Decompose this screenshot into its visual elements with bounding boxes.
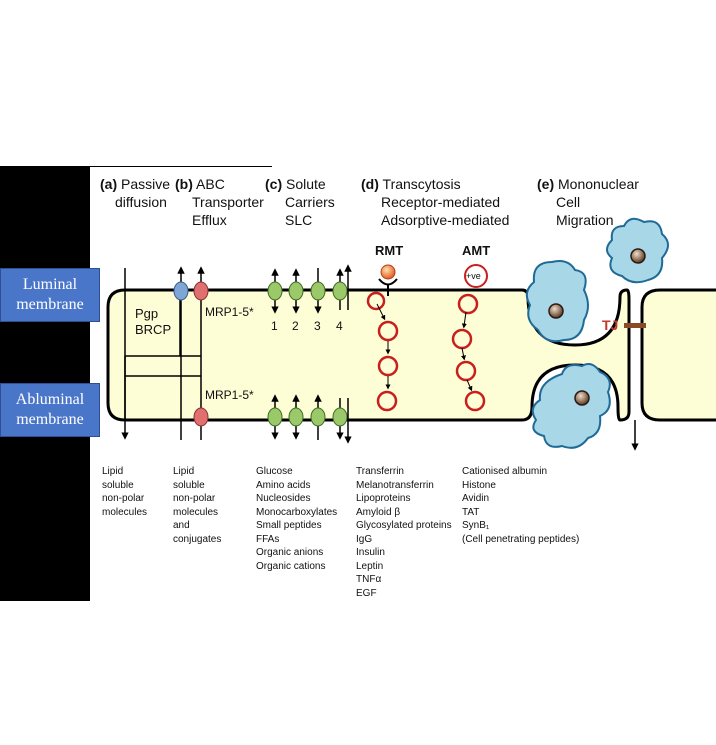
list-item: EGF (356, 587, 377, 599)
header-d-letter: (d) (361, 176, 379, 192)
rmt-ligand (380, 264, 396, 280)
header-d-line3: Adsorptive-mediated (381, 212, 510, 228)
solute-carriers-bottom (267, 394, 352, 444)
list-item: Avidin (462, 493, 490, 504)
header-passive-diffusion: (a) Passive diffusion (100, 175, 170, 211)
header-c-line3: SLC (285, 212, 313, 228)
pgp-label: Pgp (135, 306, 159, 321)
header-d-line1: Transcytosis (382, 176, 461, 192)
header-b-letter: (b) (175, 176, 193, 192)
header-c-line2: Carriers (285, 194, 335, 210)
abluminal-label-line1: Abluminal (15, 391, 85, 408)
list-solute-carriers: Glucose Amino acids Nucleosides Monocarb… (256, 465, 337, 573)
carrier-number-1: 1 (271, 319, 278, 333)
list-item: molecules (102, 506, 148, 518)
header-c-line1: Solute (286, 176, 326, 192)
list-item: molecules (173, 506, 219, 518)
pgp-transporter (173, 281, 189, 301)
header-abc-transporter: (b) ABC Transporter Efflux (175, 175, 264, 229)
positive-charge-label: +ve (466, 271, 481, 281)
list-item: Histone (462, 479, 496, 491)
list-abc-efflux: Lipid soluble non-polar molecules and co… (173, 465, 221, 546)
amt-pathway (451, 264, 488, 412)
amt-label: AMT (462, 243, 491, 258)
list-item: Lipid (102, 466, 124, 477)
header-b-line1: ABC (196, 176, 225, 192)
leukocyte-lower (531, 363, 611, 449)
list-item: Lipid (173, 466, 195, 477)
mrp-label-top: MRP1-5* (205, 305, 254, 319)
header-e-line3: Migration (556, 212, 614, 228)
brcp-label: BRCP (135, 322, 172, 337)
list-passive-diffusion: Lipid soluble non-polar molecules (102, 465, 147, 519)
list-amt-ligands: Cationised albumin Histone Avidin TAT Sy… (462, 465, 579, 546)
mrp-transporter-bottom (193, 407, 209, 427)
carrier-number-4: 4 (336, 319, 343, 333)
list-item: IgG (356, 533, 373, 545)
carrier-number-3: 3 (314, 319, 321, 333)
list-item: Organic cations (256, 560, 326, 572)
luminal-membrane-label: Luminal membrane (0, 268, 100, 322)
header-transcytosis: (d) Transcytosis Receptor-mediated Adsor… (361, 175, 509, 229)
header-solute-carriers: (c) Solute Carriers SLC (265, 175, 335, 229)
abluminal-label-line2: membrane (16, 411, 84, 428)
list-item: Glycosylated proteins (356, 520, 452, 531)
list-item: soluble (102, 479, 134, 491)
list-item: Cationised albumin (462, 466, 548, 477)
header-a-line2: diffusion (115, 194, 167, 210)
endothelial-cell (106, 288, 631, 422)
list-item: Monocarboxylates (256, 506, 338, 518)
abluminal-membrane-label: Abluminal membrane (0, 383, 100, 437)
rmt-pathway (366, 264, 399, 412)
list-item: and (173, 520, 190, 531)
list-item: Amyloid β (356, 506, 401, 518)
leukocyte-top-right (606, 217, 669, 284)
carrier-number-2: 2 (292, 319, 299, 333)
list-item: Leptin (356, 560, 384, 572)
list-item: Glucose (256, 466, 293, 477)
list-item: FFAs (256, 533, 280, 545)
list-item: Small peptides (256, 520, 322, 531)
luminal-label-line1: Luminal (22, 276, 78, 293)
list-item: Melanotransferrin (356, 479, 434, 491)
mrp-label-bottom: MRP1-5* (205, 388, 254, 402)
neighbour-cell (640, 288, 716, 422)
list-item: Amino acids (256, 479, 311, 491)
list-item: (Cell penetrating peptides) (462, 533, 580, 545)
header-d-line2: Receptor-mediated (381, 194, 501, 210)
header-b-line3: Efflux (192, 212, 227, 228)
rmt-label: RMT (375, 243, 404, 258)
list-item: conjugates (173, 533, 222, 545)
luminal-label-line2: membrane (16, 296, 84, 313)
list-item: TAT (462, 506, 480, 518)
list-item: non-polar (102, 493, 145, 504)
header-a-line1: Passive (121, 176, 171, 192)
header-c-letter: (c) (265, 176, 283, 192)
header-e-letter: (e) (537, 176, 555, 192)
list-item: Nucleosides (256, 493, 311, 504)
tight-junction-label: TJ (602, 317, 619, 333)
header-e-line2: Cell (556, 194, 581, 210)
list-item: non-polar (173, 493, 216, 504)
list-item: Insulin (356, 547, 385, 558)
list-item: Lipoproteins (356, 493, 411, 504)
top-rule (90, 166, 272, 167)
list-item: Organic anions (256, 547, 324, 558)
list-rmt-ligands: Transferrin Melanotransferrin Lipoprotei… (356, 465, 452, 600)
leukocyte-in-pocket (525, 260, 589, 343)
header-b-line2: Transporter (192, 194, 264, 210)
tight-junction (624, 323, 646, 328)
mrp-transporter-top (193, 281, 209, 301)
pgp-brcp-label: Pgp BRCP (135, 306, 171, 338)
list-item: SynB₁ (462, 520, 490, 531)
header-cell-migration: (e) Mononuclear Cell Migration (537, 175, 639, 229)
solute-carriers-top (267, 264, 352, 314)
list-item: Transferrin (356, 466, 404, 477)
list-item: TNFα (356, 574, 382, 585)
amt-cationic-molecule (464, 264, 488, 288)
header-e-line1: Mononuclear (558, 176, 639, 192)
header-a-letter: (a) (100, 176, 118, 192)
list-item: soluble (173, 479, 205, 491)
